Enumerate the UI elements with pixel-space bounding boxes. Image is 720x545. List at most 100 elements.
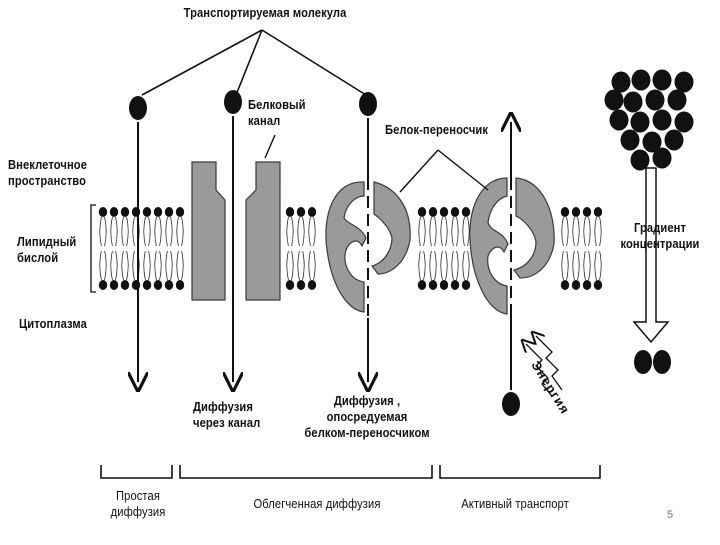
lipid-head <box>109 207 119 217</box>
cluster-molecule <box>604 89 624 111</box>
lipid-head <box>417 207 427 217</box>
cluster-molecule <box>652 147 672 169</box>
lipid-tail <box>121 250 124 281</box>
lipid-tail <box>308 250 311 281</box>
lipid-tail <box>99 216 102 247</box>
lipid-head <box>571 280 581 290</box>
lipid-head <box>582 280 592 290</box>
cluster-molecule <box>652 69 672 91</box>
lipid-tail <box>577 216 580 247</box>
lipid-tail <box>429 216 432 247</box>
lipid-tail <box>462 216 465 247</box>
lipid-tail <box>176 216 179 247</box>
lipid-tail <box>121 216 124 247</box>
lipid-tail <box>594 250 597 281</box>
lipid-tail <box>594 216 597 247</box>
channel-label-pointer <box>264 134 276 159</box>
bracket-facilitated <box>179 465 433 479</box>
lipid-head <box>153 207 163 217</box>
lipid-head <box>461 207 471 217</box>
cluster-molecule <box>609 109 629 131</box>
lipid-head <box>307 280 317 290</box>
lipid-tail <box>434 250 437 281</box>
cluster-molecule <box>664 129 684 151</box>
lipid-tail <box>588 250 591 281</box>
lipid-tail <box>154 216 157 247</box>
lipid-tail <box>286 216 289 247</box>
lipid-head <box>142 280 152 290</box>
carrier-diffusion-label: Диффузия , опосредуемая белком-переносчи… <box>304 393 430 440</box>
lipid-tail <box>451 216 454 247</box>
cluster-molecule <box>620 129 640 151</box>
bracket-simple <box>100 465 173 479</box>
bilayer-bracket <box>90 204 96 293</box>
lipid-head <box>582 207 592 217</box>
lipid-tail <box>445 216 448 247</box>
carrier-protein-active <box>437 149 555 315</box>
lipid-tail <box>159 216 162 247</box>
lipid-tail <box>104 250 107 281</box>
lipid-head <box>164 207 174 217</box>
lipid-tail <box>583 250 586 281</box>
lipid-tail <box>170 216 173 247</box>
lipid-head <box>307 207 317 217</box>
cluster-molecule <box>674 71 694 93</box>
lipid-tail <box>165 250 168 281</box>
protein-channel-label: Белковый канал <box>248 97 306 128</box>
lipid-head <box>439 207 449 217</box>
lipid-tail <box>148 216 151 247</box>
carrier-label-pointer-right <box>437 149 489 191</box>
lipid-tail <box>132 216 135 247</box>
lipid-tail <box>159 250 162 281</box>
lipid-tail <box>588 216 591 247</box>
lipid-tail <box>440 250 443 281</box>
lipid-head <box>175 207 185 217</box>
lipid-tail <box>286 250 289 281</box>
lipid-tail <box>583 216 586 247</box>
cluster-molecule <box>667 89 687 111</box>
category-brackets <box>100 465 601 479</box>
lipid-tail <box>99 250 102 281</box>
lipid-head <box>593 207 603 217</box>
simple-diffusion-category: Простая диффузия <box>110 488 166 519</box>
lipid-tail <box>423 250 426 281</box>
lipid-head <box>109 280 119 290</box>
protein-channel <box>191 134 281 301</box>
lipid-tail <box>445 250 448 281</box>
lipid-head <box>285 207 295 217</box>
lipid-tail <box>418 216 421 247</box>
lipid-tail <box>297 216 300 247</box>
lipid-head <box>560 207 570 217</box>
lipid-tail <box>291 216 294 247</box>
lipid-tail <box>429 250 432 281</box>
energy-zigzag-arrows <box>526 336 563 397</box>
lipid-bilayer-label: Липидный бислой <box>17 234 77 265</box>
lipid-tail <box>148 250 151 281</box>
cluster-molecule <box>642 131 662 153</box>
lipid-tail <box>467 216 470 247</box>
slide-number: 5 <box>667 509 674 521</box>
lipid-tail <box>467 250 470 281</box>
high-concentration-cluster <box>604 69 694 171</box>
cluster-molecule <box>630 149 650 171</box>
lipid-tail <box>440 216 443 247</box>
lipid-head <box>120 280 130 290</box>
lipid-tail <box>302 216 305 247</box>
lipid-tail <box>154 250 157 281</box>
lipid-head <box>593 280 603 290</box>
lipid-head <box>296 207 306 217</box>
lipid-tail <box>599 216 602 247</box>
lipid-head <box>428 280 438 290</box>
cytoplasm-label: Цитоплазма <box>19 316 87 331</box>
carrier-protein-facilitated <box>325 149 439 313</box>
gradient-arrow <box>632 167 670 344</box>
lipid-tail <box>566 250 569 281</box>
carrier-protein-label: Белок-переносчик <box>385 122 489 137</box>
lipid-tail <box>456 216 459 247</box>
lipid-head <box>153 280 163 290</box>
lipid-tail <box>423 216 426 247</box>
cluster-molecule <box>674 111 694 133</box>
lipid-tail <box>132 250 135 281</box>
lipid-head <box>560 280 570 290</box>
lipid-tail <box>170 250 173 281</box>
